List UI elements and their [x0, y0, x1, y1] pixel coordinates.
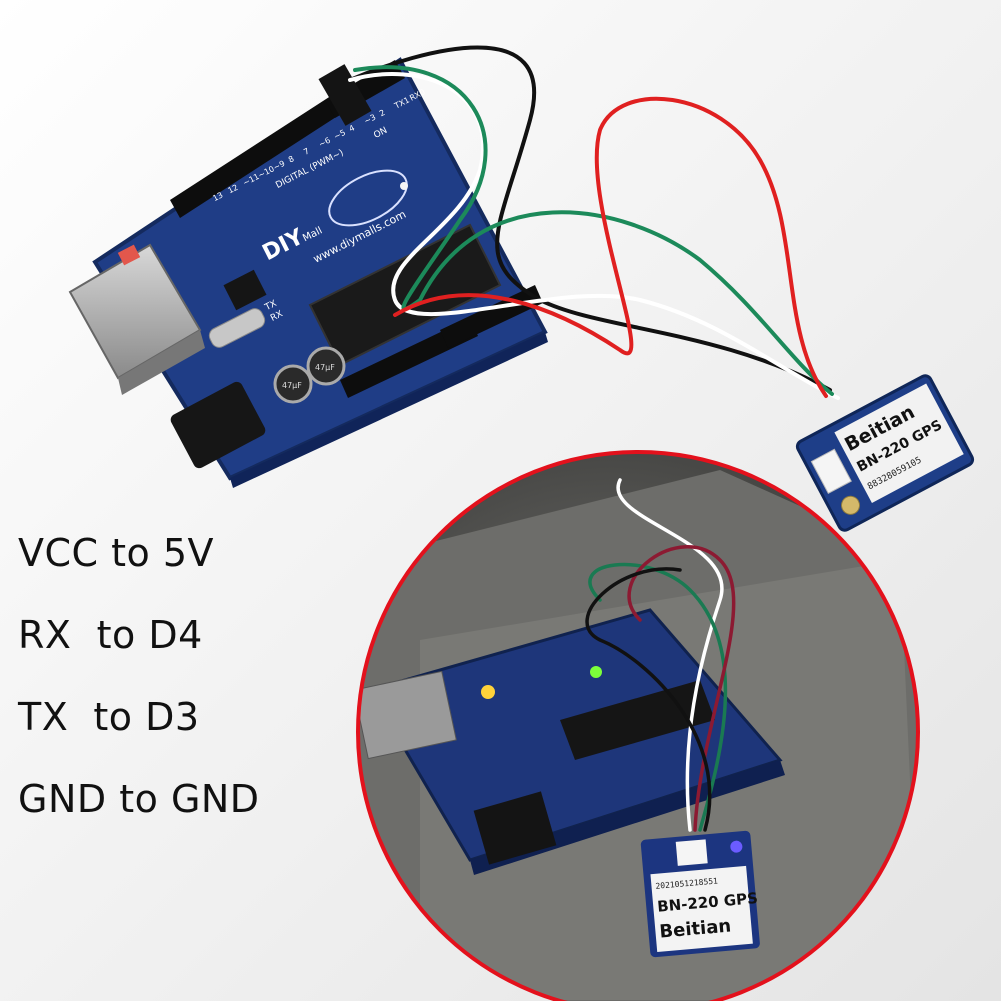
wiring-gnd: GND to GND — [18, 777, 260, 821]
photo-usb-connector — [358, 670, 457, 760]
pin-label: 4 — [348, 123, 357, 133]
logo-oval — [328, 169, 408, 227]
photo-dc-jack — [473, 791, 557, 865]
power-led — [400, 182, 408, 190]
pin-label: 13 — [211, 190, 224, 203]
photo-inset-border — [356, 450, 920, 1001]
wiring-vcc: VCC to 5V — [18, 531, 215, 575]
pin-label: 8 — [287, 154, 296, 164]
crystal — [208, 308, 266, 348]
reset-button — [117, 244, 141, 266]
gps-connector — [810, 448, 852, 495]
dc-jack — [170, 381, 266, 469]
wire-green — [353, 65, 834, 396]
photo-led-green — [590, 666, 602, 678]
gps-buzzer — [841, 495, 861, 515]
wire-red — [393, 96, 828, 398]
photo-led-yellow — [481, 685, 495, 699]
pin-label: 12 — [226, 183, 239, 196]
cap-label-2: 47µF — [315, 363, 335, 372]
photo-inset: 2021051218551 BN-220 GPS Beitian — [356, 450, 920, 1001]
gps-module: Beitian BN-220 GPS 88328059105 — [795, 374, 975, 532]
pin-label: 2 — [378, 108, 387, 118]
wire-black — [348, 45, 832, 392]
cap-label-1: 47µF — [282, 381, 302, 390]
wiring-rx: RX to D4 — [18, 613, 203, 657]
photo-gps-module: 2021051218551 BN-220 GPS Beitian — [640, 830, 760, 958]
gps-wires — [348, 45, 840, 400]
pin-label: 7 — [302, 146, 311, 156]
usb-chip — [223, 269, 267, 311]
wiring-tx: TX to D3 — [18, 695, 200, 739]
capacitors: 47µF 47µF — [273, 346, 346, 404]
usb-connector — [68, 243, 205, 395]
